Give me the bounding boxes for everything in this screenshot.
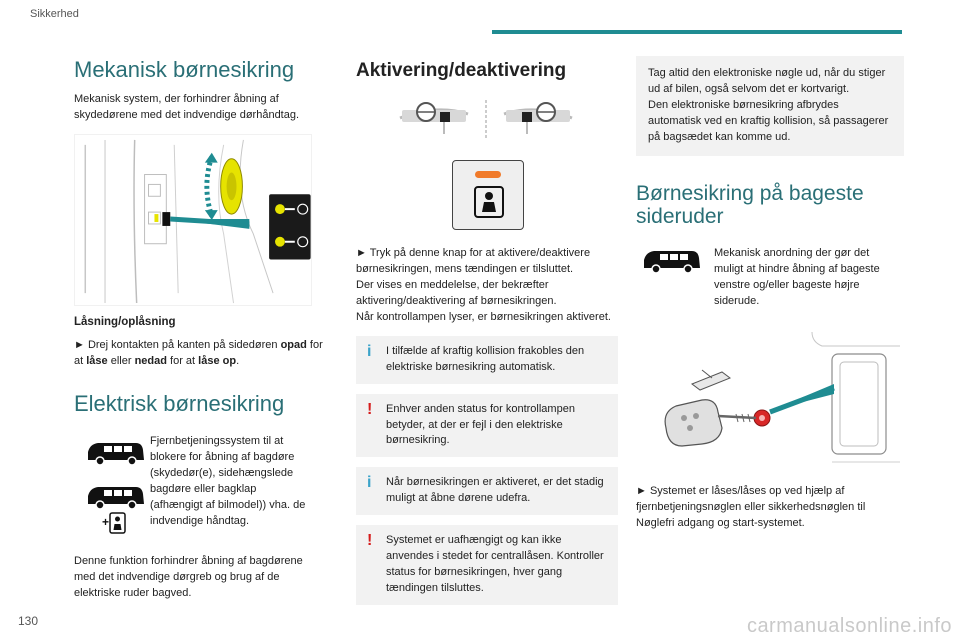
- window-lock-illustration: [664, 331, 900, 463]
- info-icon: i: [367, 474, 372, 492]
- column-mechanical: Mekanisk børnesikring Mekanisk system, d…: [74, 56, 324, 602]
- rear-windows-title: Børnesikring på bageste sideruder: [636, 181, 864, 228]
- electric-title: Elektrisk børnesikring: [74, 390, 285, 416]
- svg-text:+: +: [102, 515, 109, 529]
- info-note: i I tilfælde af kraftig kollision frakob…: [356, 335, 618, 384]
- child-lock-button[interactable]: [452, 160, 524, 230]
- electric-summary: Denne funktion forhindrer åbning af bagd…: [74, 555, 303, 599]
- lock-instruction: ► Drej kontakten på kanten på sidedøren …: [74, 339, 323, 367]
- child-lock-icon: [474, 186, 504, 218]
- dashboard-illustration: [399, 100, 573, 140]
- activation-instruction: ► Tryk på denne knap for at aktivere/dea…: [356, 247, 591, 275]
- header-accent-bar: [492, 30, 902, 34]
- activation-title: Aktivering/deaktivering: [356, 60, 567, 81]
- lock-unlock-heading: Låsning/oplåsning: [74, 316, 176, 329]
- activation-lamp-text: Når kontrollampen lyser, er børnesikring…: [356, 310, 611, 323]
- watermark: carmanualsonline.info: [746, 615, 952, 637]
- section-header: Sikkerhed: [30, 8, 79, 20]
- van-icon: [644, 250, 700, 274]
- warning-icon: !: [367, 532, 373, 550]
- electric-description: Fjernbetjeningssystem til at blokere for…: [150, 435, 306, 527]
- door-lock-illustration: [74, 134, 312, 307]
- key-reminder-note: Tag altid den elektroniske nøgle ud, når…: [636, 56, 904, 156]
- column-activation: Aktivering/deaktivering ► Tryk på denne …: [356, 56, 618, 605]
- rear-windows-description: Mekanisk anordning der gør det muligt at…: [714, 246, 880, 307]
- mechanical-intro: Mekanisk system, der forhindrer åbning a…: [74, 93, 300, 122]
- page-number: 130: [18, 614, 39, 628]
- column-rear-windows: Tag altid den elektroniske nøgle ud, når…: [636, 56, 904, 532]
- child-lock-icon: +: [102, 512, 126, 534]
- activation-message: Der vises en meddelelse, der bekræfter a…: [356, 278, 557, 307]
- van-icon: [88, 487, 144, 510]
- rear-windows-instruction: ► Systemet er låses/låses op ved hjælp a…: [636, 484, 866, 529]
- warning-note: ! Systemet er uafhængigt og kan ikke anv…: [356, 525, 618, 605]
- mechanical-title: Mekanisk børnesikring: [74, 57, 295, 82]
- info-note: i Når børnesikringen er aktiveret, er de…: [356, 467, 618, 516]
- info-icon: i: [367, 342, 372, 360]
- warning-note: ! Enhver anden status for kontrollampen …: [356, 393, 618, 458]
- indicator-lamp: [475, 171, 501, 178]
- van-icon: [88, 443, 144, 466]
- warning-icon: !: [367, 400, 373, 418]
